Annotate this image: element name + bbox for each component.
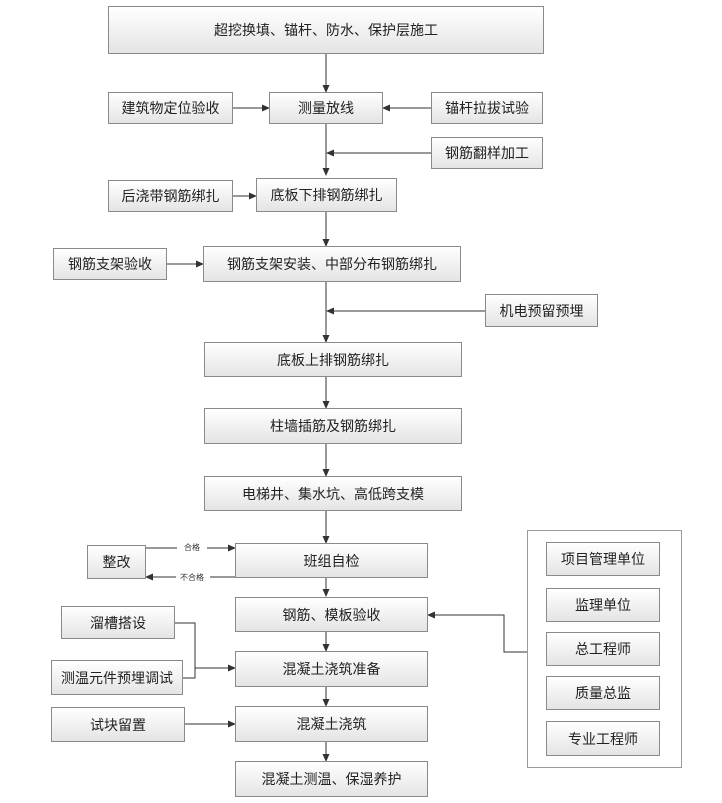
input-post-pour-strip-rebar: 后浇带钢筋绑扎 [108, 180, 233, 212]
step-pour-preparation: 混凝土浇筑准备 [235, 651, 428, 687]
input-mep-embedment: 机电预留预埋 [485, 294, 598, 327]
input-rebar-sample-processing: 钢筋翻样加工 [431, 137, 543, 169]
arrow-temp-sensor [183, 664, 236, 679]
step-team-self-check: 班组自检 [235, 543, 428, 578]
arrow-chute [175, 622, 196, 668]
inspector-specialist-engineer: 专业工程师 [546, 721, 660, 756]
step-bottom-lower-rebar: 底板下排钢筋绑扎 [256, 178, 397, 212]
step-rebar-support-install: 钢筋支架安装、中部分布钢筋绑扎 [203, 246, 461, 282]
inspector-project-management: 项目管理单位 [546, 542, 660, 576]
step-bottom-upper-rebar: 底板上排钢筋绑扎 [204, 342, 462, 377]
step-pit-formwork: 电梯井、集水坑、高低跨支模 [204, 476, 462, 511]
label-pass: 合格 [184, 542, 200, 552]
step-survey-layout: 测量放线 [269, 92, 383, 124]
step-concrete-pour: 混凝土浇筑 [235, 706, 428, 742]
input-chute-setup: 溜槽搭设 [61, 606, 175, 639]
inspector-quality-director: 质量总监 [546, 676, 660, 710]
input-temp-sensor-embed-test: 测温元件预埋调试 [51, 660, 183, 695]
step-curing: 混凝土测温、保湿养护 [235, 761, 428, 797]
input-test-block-retain: 试块留置 [51, 707, 185, 742]
label-fail: 不合格 [180, 572, 204, 582]
input-anchor-pull-test: 锚杆拉拔试验 [431, 92, 543, 124]
input-rectify: 整改 [87, 545, 146, 579]
input-building-position-check: 建筑物定位验收 [108, 92, 233, 124]
step-rebar-formwork-acceptance: 钢筋、模板验收 [235, 597, 428, 632]
inspector-chief-engineer: 总工程师 [546, 632, 660, 666]
input-rebar-support-check: 钢筋支架验收 [53, 248, 167, 280]
inspector-supervision: 监理单位 [546, 588, 660, 622]
step-column-wall-rebar: 柱墙插筋及钢筋绑扎 [204, 408, 462, 444]
step-excavation-waterproofing: 超挖换填、锚杆、防水、保护层施工 [108, 6, 544, 54]
arrow-inspectors [427, 611, 527, 653]
